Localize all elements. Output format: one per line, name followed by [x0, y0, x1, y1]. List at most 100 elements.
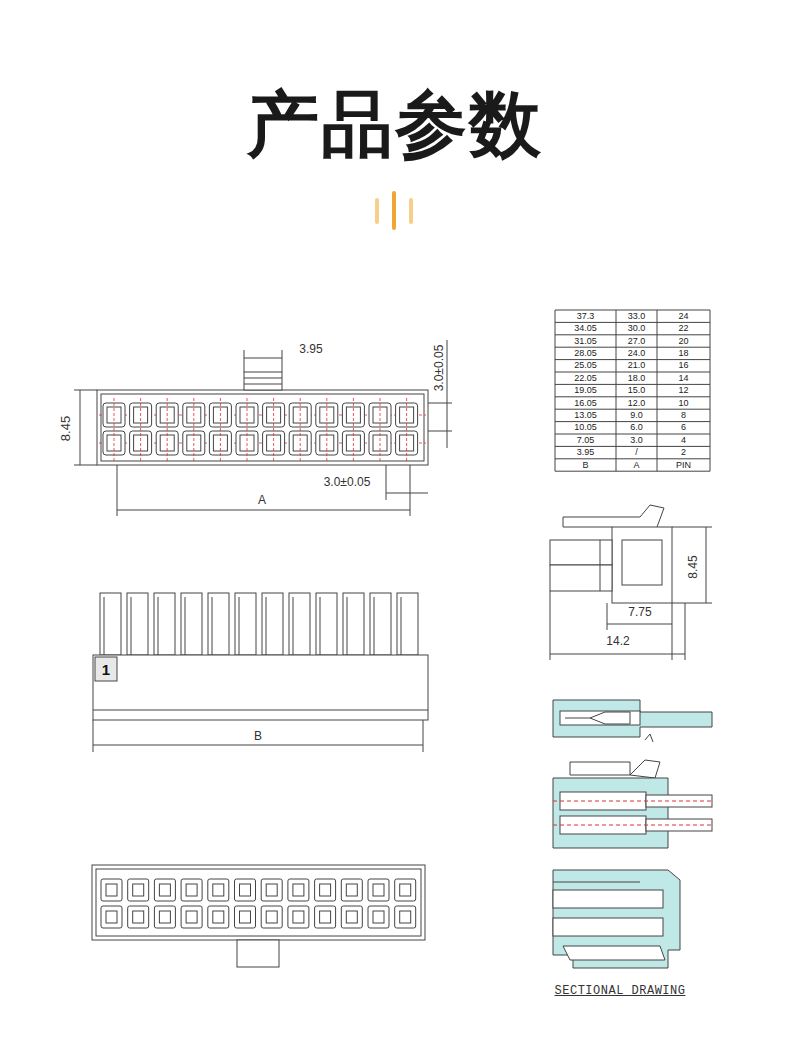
drawing-line — [93, 710, 428, 711]
drawing-line — [386, 465, 387, 500]
pin-cavity — [315, 906, 336, 928]
table-cell: 24.0 — [627, 349, 647, 358]
terminal-tower — [127, 593, 148, 655]
table-cell: 3.95 — [576, 448, 596, 457]
pin-one-mark: 1 — [101, 662, 111, 677]
table-cell: 6 — [680, 423, 687, 432]
table-rule — [555, 347, 710, 348]
drawing-line — [706, 527, 707, 603]
terminal-tower — [154, 593, 175, 655]
drawing-line — [96, 869, 421, 936]
terminal-tower — [401, 597, 402, 655]
table-cell: 22 — [677, 324, 689, 333]
title-ornament — [377, 193, 411, 228]
pin-cavity — [128, 906, 149, 928]
table-cell: 25.05 — [573, 361, 598, 370]
pin-cavity — [400, 884, 411, 896]
drawing-line — [392, 193, 396, 228]
drawing-line — [563, 505, 664, 527]
drawing-line — [93, 745, 423, 746]
drawing-line — [74, 465, 97, 466]
pin-cavity — [159, 911, 170, 923]
table-cell: 9.0 — [629, 411, 644, 420]
table-rule — [555, 372, 710, 373]
dimension-label: 3.0±0.05 — [323, 476, 372, 488]
drawing-line — [409, 200, 413, 222]
pin-cavity — [266, 911, 277, 923]
center-line — [353, 398, 354, 461]
pin-cavity — [208, 879, 229, 901]
pin-cavity — [266, 884, 277, 896]
table-cell: 33.0 — [627, 312, 647, 321]
pin-cavity — [346, 911, 357, 923]
terminal-tower — [262, 593, 283, 655]
terminal-tower — [370, 593, 391, 655]
dimension-label: A — [257, 494, 267, 506]
drawing-line — [101, 879, 416, 928]
pin-cavity — [400, 911, 411, 923]
table-cell: 21.0 — [627, 361, 647, 370]
drawing-line — [92, 865, 425, 940]
pin-cavity — [133, 911, 144, 923]
pin-cavity — [261, 906, 282, 928]
terminal-tower — [158, 597, 159, 655]
dimension-label: 14.2 — [605, 635, 630, 647]
drawing-line — [553, 700, 712, 737]
pin-cavity — [315, 879, 336, 901]
drawing-line — [410, 465, 411, 516]
center-line — [300, 398, 301, 461]
pin-cavity — [106, 911, 117, 923]
pin-cavity — [293, 884, 304, 896]
table-rule — [555, 322, 710, 323]
drawing-line — [550, 565, 612, 591]
pin-cavity — [186, 884, 197, 896]
table-rule — [555, 434, 710, 435]
table-cell: 12.0 — [627, 399, 647, 408]
table-rule — [555, 471, 710, 472]
drawing-line — [386, 493, 428, 494]
table-cell: B — [581, 461, 589, 470]
table-cell: / — [634, 448, 639, 457]
terminal-tower — [181, 593, 202, 655]
table-cell: 31.05 — [573, 337, 598, 346]
bottom-view — [92, 865, 425, 967]
drawing-line — [101, 394, 424, 461]
terminal-tower — [104, 597, 105, 655]
drawing-line — [553, 918, 663, 936]
table-rule — [555, 334, 710, 335]
pin-cavity — [240, 884, 251, 896]
table-cell: 27.0 — [627, 337, 647, 346]
drawing-line — [553, 882, 640, 883]
table-cell: 34.05 — [573, 324, 598, 333]
center-line — [247, 398, 248, 461]
table-cell: 7.05 — [576, 436, 596, 445]
dimension-label: B — [253, 730, 263, 742]
table-rule — [555, 446, 710, 447]
pin-cavity — [288, 906, 309, 928]
center-line — [193, 398, 194, 461]
drawing-line — [553, 801, 712, 802]
drawing-line — [423, 720, 424, 752]
pin-cavity — [288, 879, 309, 901]
drawing-line — [645, 734, 653, 742]
terminal-tower — [131, 597, 132, 655]
table-cell: 8 — [680, 411, 687, 420]
terminal-tower — [289, 593, 310, 655]
dimension-label: 3.0±0.05 — [433, 344, 445, 393]
drawing-line — [244, 358, 282, 359]
table-rule — [555, 310, 710, 311]
table-cell: 13.05 — [573, 411, 598, 420]
center-line — [220, 398, 221, 461]
drawing-line — [117, 465, 118, 516]
table-cell: 16 — [677, 361, 689, 370]
terminal-tower — [343, 593, 364, 655]
table-rule — [616, 310, 617, 471]
terminal-tower — [320, 597, 321, 655]
drawing-line — [563, 946, 665, 960]
table-rule — [555, 421, 710, 422]
table-cell: 28.05 — [573, 349, 598, 358]
drawing-line — [612, 527, 672, 603]
drawing-line — [100, 593, 418, 655]
table-cell: 6.0 — [629, 423, 644, 432]
drawing-line — [244, 350, 245, 372]
